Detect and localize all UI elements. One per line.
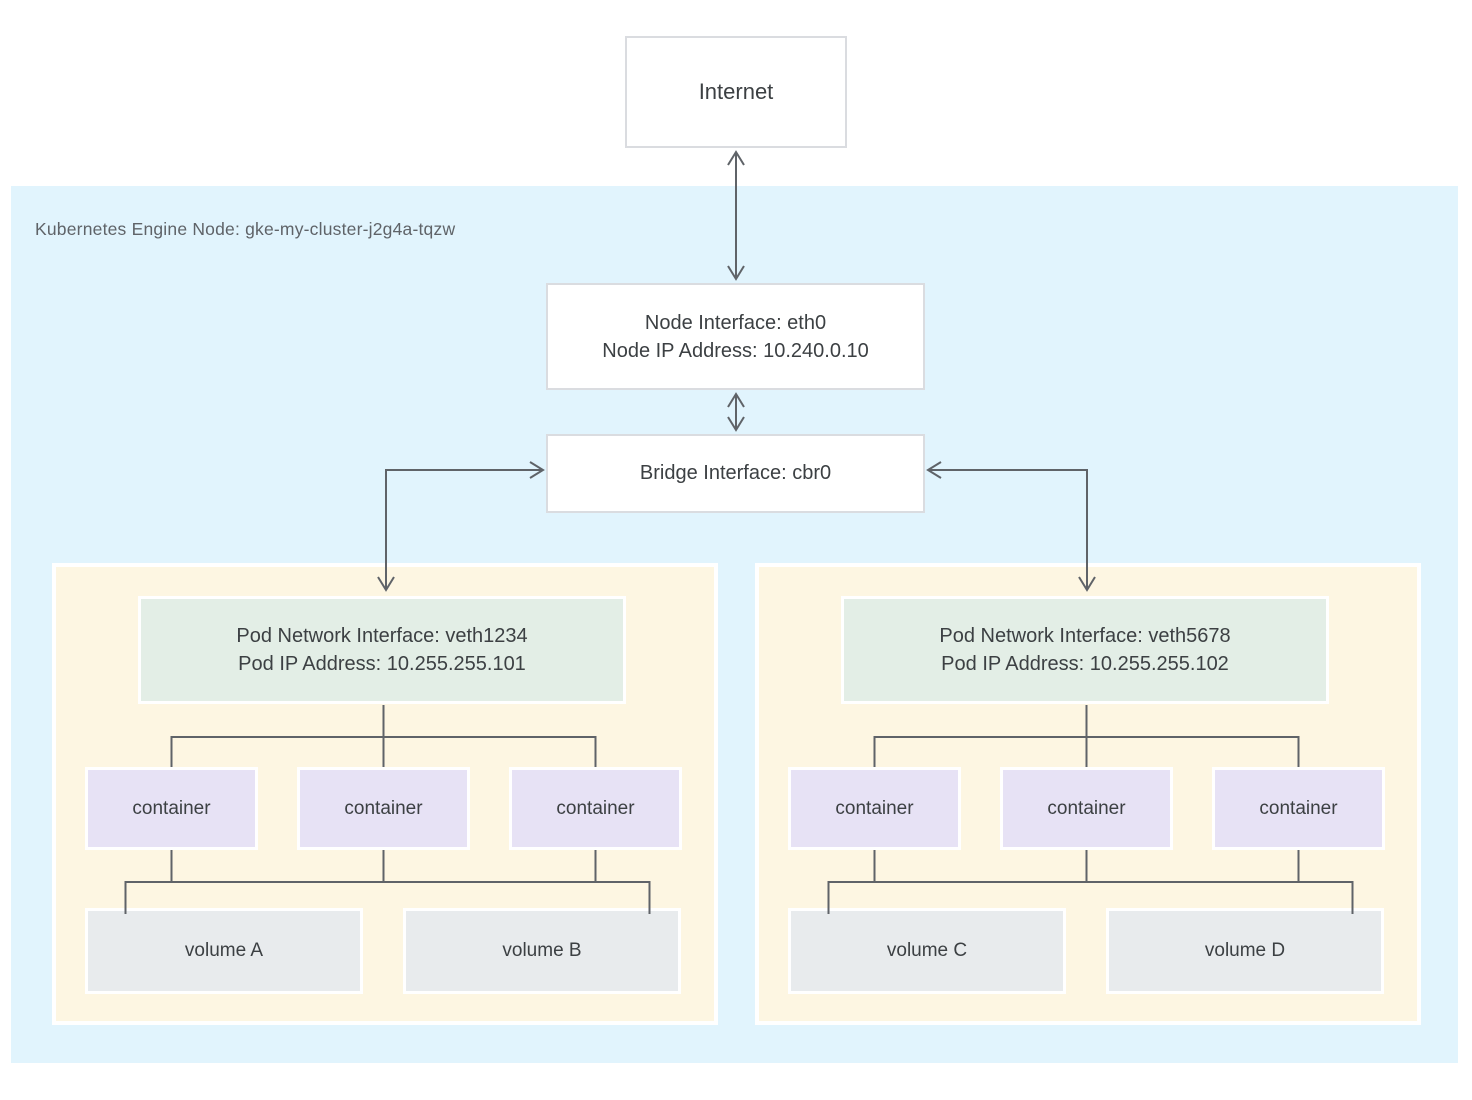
- pod-1-container-3: container: [509, 767, 682, 850]
- pod-1-network-interface: Pod Network Interface: veth1234: [236, 625, 528, 647]
- node-interface-name: Node Interface: eth0: [644, 311, 827, 334]
- pod-2-container-2: container: [1000, 767, 1173, 850]
- node-ip-address: Node IP Address: 10.240.0.10: [602, 339, 869, 362]
- container-label: container: [132, 797, 211, 819]
- container-label: container: [1259, 797, 1338, 819]
- pod-2-network-interface: Pod Network Interface: veth5678: [939, 625, 1231, 647]
- pod-1-container-2: container: [297, 767, 470, 850]
- pod-1-ip-address: Pod IP Address: 10.255.255.101: [238, 653, 526, 675]
- pod-2-volume-c: volume C: [788, 908, 1066, 994]
- pod-1-volume-b: volume B: [403, 908, 681, 994]
- container-label: container: [344, 797, 423, 819]
- volume-label: volume D: [1204, 940, 1286, 961]
- pod-2-container-3: container: [1212, 767, 1385, 850]
- container-label: container: [835, 797, 914, 819]
- container-label: container: [556, 797, 635, 819]
- pod-1: Pod Network Interface: veth1234 Pod IP A…: [52, 563, 718, 1025]
- node-interface-box: Node Interface: eth0 Node IP Address: 10…: [546, 283, 925, 390]
- bridge-interface-box: Bridge Interface: cbr0: [546, 434, 925, 513]
- pod-2-volume-d: volume D: [1106, 908, 1384, 994]
- pod-2-ip-address: Pod IP Address: 10.255.255.102: [941, 653, 1229, 675]
- pod-1-network-interface-box: Pod Network Interface: veth1234 Pod IP A…: [138, 596, 626, 704]
- volume-label: volume B: [502, 940, 582, 961]
- internet-label: Internet: [698, 79, 774, 104]
- pod-1-container-1: container: [85, 767, 258, 850]
- volume-label: volume A: [184, 940, 264, 961]
- container-label: container: [1047, 797, 1126, 819]
- pod-2-container-1: container: [788, 767, 961, 850]
- pod-2-network-interface-box: Pod Network Interface: veth5678 Pod IP A…: [841, 596, 1329, 704]
- pod-2: Pod Network Interface: veth5678 Pod IP A…: [755, 563, 1421, 1025]
- kubernetes-node-label: Kubernetes Engine Node: gke-my-cluster-j…: [35, 219, 456, 239]
- internet-node: Internet: [625, 36, 847, 148]
- pod-1-volume-a: volume A: [85, 908, 363, 994]
- volume-label: volume C: [886, 940, 968, 961]
- bridge-interface-label: Bridge Interface: cbr0: [639, 462, 832, 484]
